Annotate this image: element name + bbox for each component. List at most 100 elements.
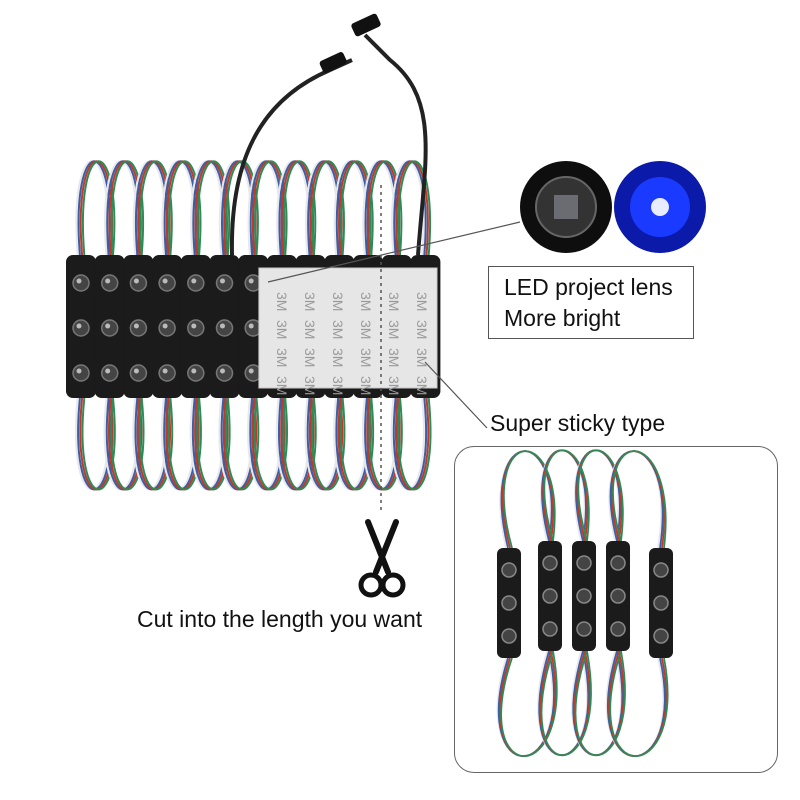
led-highlight bbox=[220, 278, 225, 284]
wire-loop-top bbox=[397, 160, 432, 256]
inset-wire bbox=[612, 450, 667, 549]
inset-wire bbox=[543, 449, 590, 542]
wire-loop-bottom bbox=[81, 397, 116, 491]
cut-callout: Cut into the length you want bbox=[137, 606, 423, 632]
led-highlight bbox=[248, 368, 254, 374]
led-highlight bbox=[220, 368, 225, 374]
led-highlight bbox=[162, 368, 168, 374]
tape-mark: 3M bbox=[386, 292, 402, 311]
tape-mark: 3M bbox=[302, 320, 318, 339]
wire-loop-bottom bbox=[397, 397, 432, 491]
wire-loop-bottom bbox=[110, 397, 145, 491]
led-highlight bbox=[133, 368, 139, 374]
led-lens bbox=[72, 274, 90, 292]
led-highlight bbox=[248, 278, 254, 284]
tape-mark: 3M bbox=[330, 348, 346, 367]
led-highlight bbox=[76, 368, 82, 374]
sticky-callout: Super sticky type bbox=[490, 410, 666, 436]
wire-loop-top bbox=[81, 160, 116, 256]
wire-loop-top bbox=[368, 160, 403, 256]
led-lens bbox=[100, 364, 119, 382]
inset-led-lens bbox=[610, 621, 626, 637]
wire-loop-bottom bbox=[225, 397, 260, 491]
connector-plug bbox=[319, 52, 347, 73]
inset-led-lens bbox=[653, 595, 669, 611]
led-lens bbox=[129, 364, 148, 382]
inset-led-lens bbox=[653, 562, 669, 578]
tape-mark: 3M bbox=[330, 376, 346, 395]
sticky-pointer bbox=[424, 361, 488, 429]
inset-led-lens bbox=[501, 628, 517, 644]
inset-wire bbox=[609, 650, 669, 758]
led-lens bbox=[72, 364, 90, 382]
inset-wire bbox=[540, 650, 592, 757]
tape-mark: 3M bbox=[274, 320, 290, 339]
scissors-blade bbox=[365, 519, 391, 575]
tape-mark: 3M bbox=[302, 348, 318, 367]
wire-loop-top bbox=[254, 160, 288, 256]
led-lens bbox=[129, 319, 148, 337]
tape-sheet bbox=[258, 267, 438, 389]
lens-callout-line1: LED project lens bbox=[504, 274, 673, 300]
inset-led-lens bbox=[610, 588, 626, 604]
tape-mark: 3M bbox=[274, 292, 290, 311]
led-lens bbox=[187, 364, 205, 382]
led-lens bbox=[158, 319, 176, 337]
tape-mark: 3M bbox=[302, 376, 318, 395]
scissors-icon bbox=[358, 519, 406, 598]
led-highlight bbox=[76, 323, 82, 329]
led-lens bbox=[100, 274, 119, 292]
wire-loop-bottom bbox=[138, 397, 174, 491]
wire-loop-bottom bbox=[339, 397, 375, 491]
tape-mark: 3M bbox=[386, 376, 402, 395]
scissors-handle bbox=[380, 572, 406, 598]
led-highlight bbox=[191, 278, 197, 284]
wire-loop-bottom bbox=[253, 397, 288, 491]
tape-mark: 3M bbox=[302, 292, 318, 311]
wire-loop-top bbox=[168, 160, 202, 256]
tape-mark: 3M bbox=[386, 348, 402, 367]
tape-mark: 3M bbox=[274, 376, 290, 395]
led-lens bbox=[100, 319, 119, 337]
tape-mark: 3M bbox=[386, 320, 402, 339]
wire-loop-bottom bbox=[196, 397, 231, 491]
tape-mark: 3M bbox=[330, 320, 346, 339]
connector-cables bbox=[229, 13, 428, 256]
tape-mark: 3M bbox=[414, 320, 430, 339]
led-highlight bbox=[191, 368, 197, 374]
led-closeups bbox=[520, 161, 706, 253]
led-highlight bbox=[162, 323, 168, 329]
inset-led-lens bbox=[542, 621, 558, 637]
led-highlight bbox=[133, 278, 139, 284]
wire-loop-top bbox=[196, 160, 231, 256]
inset-led-lens bbox=[542, 588, 558, 604]
tape-mark: 3M bbox=[358, 292, 374, 311]
tape-mark: 3M bbox=[274, 348, 290, 367]
led-chip bbox=[554, 195, 578, 219]
led-highlight bbox=[105, 278, 111, 284]
tape-mark: 3M bbox=[414, 376, 430, 395]
blue-led-core bbox=[651, 198, 669, 216]
lens-callout-box bbox=[488, 266, 694, 339]
led-highlight bbox=[220, 323, 225, 329]
wire-loop-bottom bbox=[368, 397, 403, 491]
wire-loop-bottom bbox=[167, 397, 202, 491]
inset-led-lens bbox=[576, 555, 592, 571]
led-highlight bbox=[76, 278, 82, 284]
inset-led-lens bbox=[501, 595, 517, 611]
led-highlight bbox=[248, 323, 254, 329]
cable bbox=[363, 33, 428, 256]
connector-plug bbox=[351, 13, 381, 37]
led-lens bbox=[72, 319, 90, 337]
lens-callout-line2: More bright bbox=[504, 305, 621, 331]
tape-mark: 3M bbox=[358, 320, 374, 339]
led-lens bbox=[129, 274, 148, 292]
wire-loop-top bbox=[340, 160, 374, 256]
led-highlight bbox=[162, 278, 168, 284]
inset-led-lens bbox=[653, 628, 669, 644]
inset-wire bbox=[574, 650, 626, 757]
wire-loop-bottom bbox=[311, 397, 346, 491]
inset-modules bbox=[496, 449, 673, 758]
led-lens bbox=[187, 319, 205, 337]
